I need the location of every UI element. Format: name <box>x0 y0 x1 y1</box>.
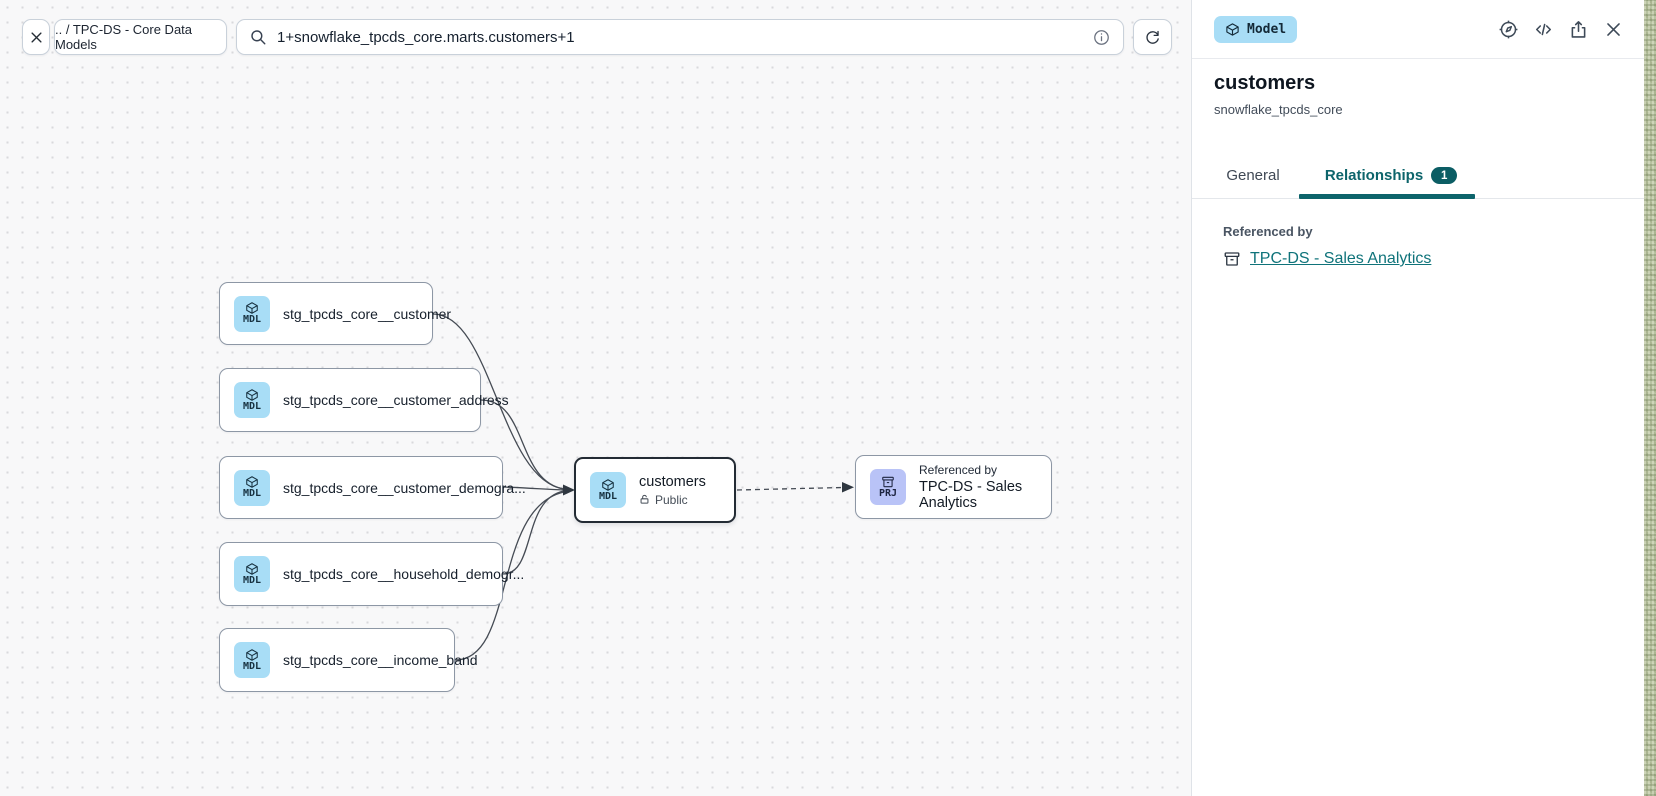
cube-icon <box>246 648 258 661</box>
tab-relationships[interactable]: Relationships 1 <box>1299 152 1483 199</box>
tab-label: Relationships <box>1324 167 1424 184</box>
share-button[interactable] <box>1567 18 1589 40</box>
model-badge: MDL <box>234 642 270 678</box>
compass-icon <box>1499 20 1517 38</box>
refresh-button[interactable] <box>1133 19 1172 55</box>
lineage-canvas[interactable]: MDL stg_tpcds_core__customer MDL stg_tpc… <box>0 0 1191 796</box>
node-badge-label: MDL <box>242 400 262 412</box>
graph-node-stg-customer-demographics[interactable]: MDL stg_tpcds_core__customer_demogra... <box>219 456 526 519</box>
graph-node-stg-customer-address[interactable]: MDL stg_tpcds_core__customer_address <box>219 368 509 432</box>
node-badge-label: PRJ <box>878 487 898 499</box>
asset-type-badge: Model <box>1214 16 1298 43</box>
node-badge-label: MDL <box>242 488 262 500</box>
graph-node-customers-selected[interactable]: MDL customers Public <box>574 457 736 523</box>
schema-subtitle: snowflake_tpcds_core <box>1214 102 1343 117</box>
lineage-edges <box>432 313 854 661</box>
node-label: customers <box>639 473 706 490</box>
project-badge: PRJ <box>870 469 906 505</box>
node-label: TPC-DS - Sales Analytics <box>919 479 1023 511</box>
model-badge: MDL <box>234 295 270 332</box>
refresh-icon <box>1146 30 1159 44</box>
active-tab-indicator <box>1299 194 1475 199</box>
panel-tabs: General Relationships 1 <box>1207 152 1483 199</box>
lineage-search[interactable]: 1+snowflake_tpcds_core.marts.customers+1 <box>236 19 1124 55</box>
node-label: stg_tpcds_core__customer_address <box>283 392 509 408</box>
cube-icon <box>602 478 614 491</box>
model-badge: MDL <box>590 472 626 508</box>
node-caption: Referenced by <box>919 463 998 477</box>
model-badge: MDL <box>234 556 270 592</box>
info-icon[interactable] <box>1092 28 1111 47</box>
asset-type-label: Model <box>1247 22 1287 37</box>
node-badge-label: MDL <box>242 574 262 586</box>
archive-icon <box>882 476 894 487</box>
panel-header-divider <box>1192 58 1644 59</box>
cube-icon <box>246 388 258 401</box>
cube-icon <box>246 562 258 575</box>
node-label: stg_tpcds_core__customer <box>283 305 452 322</box>
panel-actions <box>1497 18 1624 40</box>
close-lineage-button[interactable] <box>22 19 50 55</box>
breadcrumb-label: .. / TPC-DS - Core Data Models <box>55 22 193 52</box>
node-visibility: Public <box>655 492 688 507</box>
referenced-by-label: Referenced by <box>1223 224 1313 239</box>
cube-icon <box>1226 23 1239 36</box>
graph-node-referenced-project[interactable]: PRJ Referenced by TPC-DS - Sales Analyti… <box>855 455 1052 519</box>
archive-icon <box>1224 252 1240 266</box>
code-icon <box>1535 23 1551 35</box>
referenced-by-item: TPC-DS - Sales Analytics <box>1223 250 1431 268</box>
node-label: stg_tpcds_core__customer_demogra... <box>283 479 526 496</box>
search-input[interactable]: 1+snowflake_tpcds_core.marts.customers+1 <box>277 28 575 46</box>
tab-general[interactable]: General <box>1207 152 1299 199</box>
relationships-count-badge: 1 <box>1431 167 1458 184</box>
graph-node-stg-customer[interactable]: MDL stg_tpcds_core__customer <box>219 282 451 345</box>
node-label: stg_tpcds_core__income_band <box>283 652 478 668</box>
share-icon <box>1571 20 1585 38</box>
cube-icon <box>246 476 258 489</box>
breadcrumb[interactable]: .. / TPC-DS - Core Data Models <box>54 19 227 55</box>
graph-node-stg-income-band[interactable]: MDL stg_tpcds_core__income_band <box>219 628 478 692</box>
close-icon <box>1606 22 1620 36</box>
view-code-button[interactable] <box>1532 18 1554 40</box>
page-title: customers <box>1214 72 1316 94</box>
node-label: stg_tpcds_core__household_demogr... <box>283 566 525 582</box>
model-badge: MDL <box>234 469 270 506</box>
referenced-project-link[interactable]: TPC-DS - Sales Analytics <box>1250 250 1432 267</box>
details-panel: Model customers snowflake_tpcds_core Gen… <box>1191 0 1644 796</box>
lineage-compass-button[interactable] <box>1497 18 1519 40</box>
tab-label: General <box>1226 167 1280 184</box>
graph-node-stg-household-demographics[interactable]: MDL stg_tpcds_core__household_demogr... <box>219 542 524 606</box>
close-panel-button[interactable] <box>1602 18 1624 40</box>
desktop-wallpaper-sliver <box>1644 0 1656 796</box>
close-icon <box>30 31 42 43</box>
node-badge-label: MDL <box>242 660 262 672</box>
model-badge: MDL <box>234 382 270 418</box>
node-badge-label: MDL <box>598 490 618 502</box>
lock-icon <box>640 494 649 504</box>
node-badge-label: MDL <box>242 314 262 326</box>
cube-icon <box>246 302 258 315</box>
search-icon <box>251 30 266 45</box>
